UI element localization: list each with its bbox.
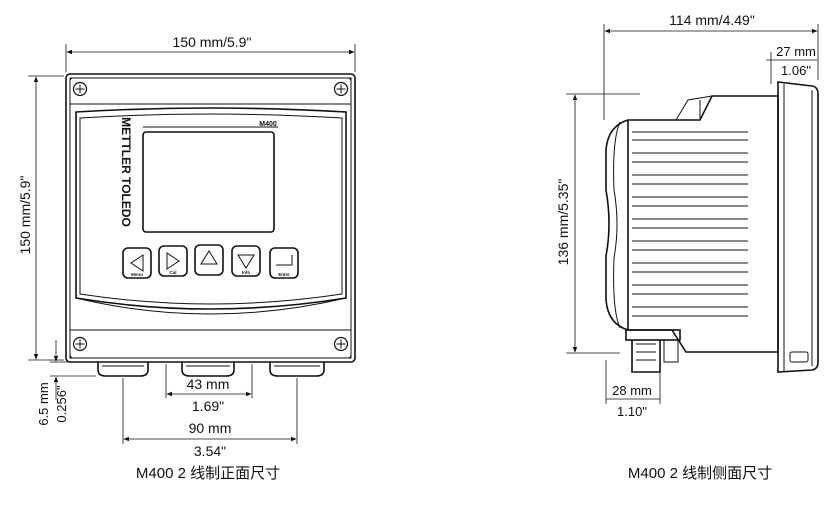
front-screw-bl [72,336,88,352]
gland-pitch-in: 1.69" [192,398,224,414]
side-gland-in: 1.10" [617,404,647,419]
side-view: 114 mm/4.49" 27 mm 1.06" 136 mm/5.35" [555,12,819,482]
key-info-label: Info [242,270,250,275]
front-screw-br [333,336,349,352]
cooling-fins [632,131,748,317]
front-view: 150 mm/5.9" 150 mm/5.9" [17,34,356,482]
side-front-mm: 27 mm [776,44,816,59]
front-height-label: 150 mm/5.9" [17,176,33,255]
front-cable-glands [97,362,325,377]
gland-offset-mm: 6.5 mm [36,382,51,425]
key-menu-label: Menu [131,272,143,277]
key-up [194,244,224,276]
model-label: M400 [259,121,277,128]
gland-pitch-dimension: 43 mm 1.69" [165,364,253,414]
gland-pitch-mm: 43 mm [187,376,230,392]
side-height-label: 136 mm/5.35" [555,179,571,266]
side-body [605,95,779,353]
side-front-bezel [777,81,819,373]
side-gland-dimension: 28 mm 1.10" [605,360,661,419]
key-enter: Enter [269,247,299,279]
side-height-dimension: 136 mm/5.35" [555,93,640,354]
front-view-caption: M400 2 线制正面尺寸 [136,465,280,482]
gland-span-in: 3.54" [194,443,226,459]
key-cal: Cal [158,245,188,277]
gland-offset-in: 0.256" [54,385,69,423]
front-housing [65,73,356,363]
front-height-dimension: 150 mm/5.9" [17,75,64,361]
gland-offset-dimension: 6.5 mm 0.256" [36,340,96,426]
front-screw-tl [72,81,88,97]
lcd-display [142,131,275,233]
key-cal-label: Cal [169,270,176,275]
key-menu: Menu [122,247,152,279]
front-width-label: 150 mm/5.9" [173,34,252,50]
key-info: Info [231,245,261,277]
side-gland-mm: 28 mm [612,383,652,398]
side-view-caption: M400 2 线制侧面尺寸 [628,465,772,482]
front-width-dimension: 150 mm/5.9" [65,34,356,72]
side-front-in: 1.06" [781,63,811,78]
gland-span-mm: 90 mm [189,420,232,436]
side-cable-glands [625,329,681,373]
side-depth-dimension: 114 mm/4.49" [603,12,819,120]
key-enter-label: Enter [278,272,290,277]
front-screw-tr [333,81,349,97]
brand-logo: METTLER TOLEDO [119,117,133,227]
gland-span-dimension: 90 mm 3.54" [122,378,298,459]
side-front-dimension: 27 mm 1.06" [766,44,817,84]
side-depth-label: 114 mm/4.49" [669,12,755,28]
